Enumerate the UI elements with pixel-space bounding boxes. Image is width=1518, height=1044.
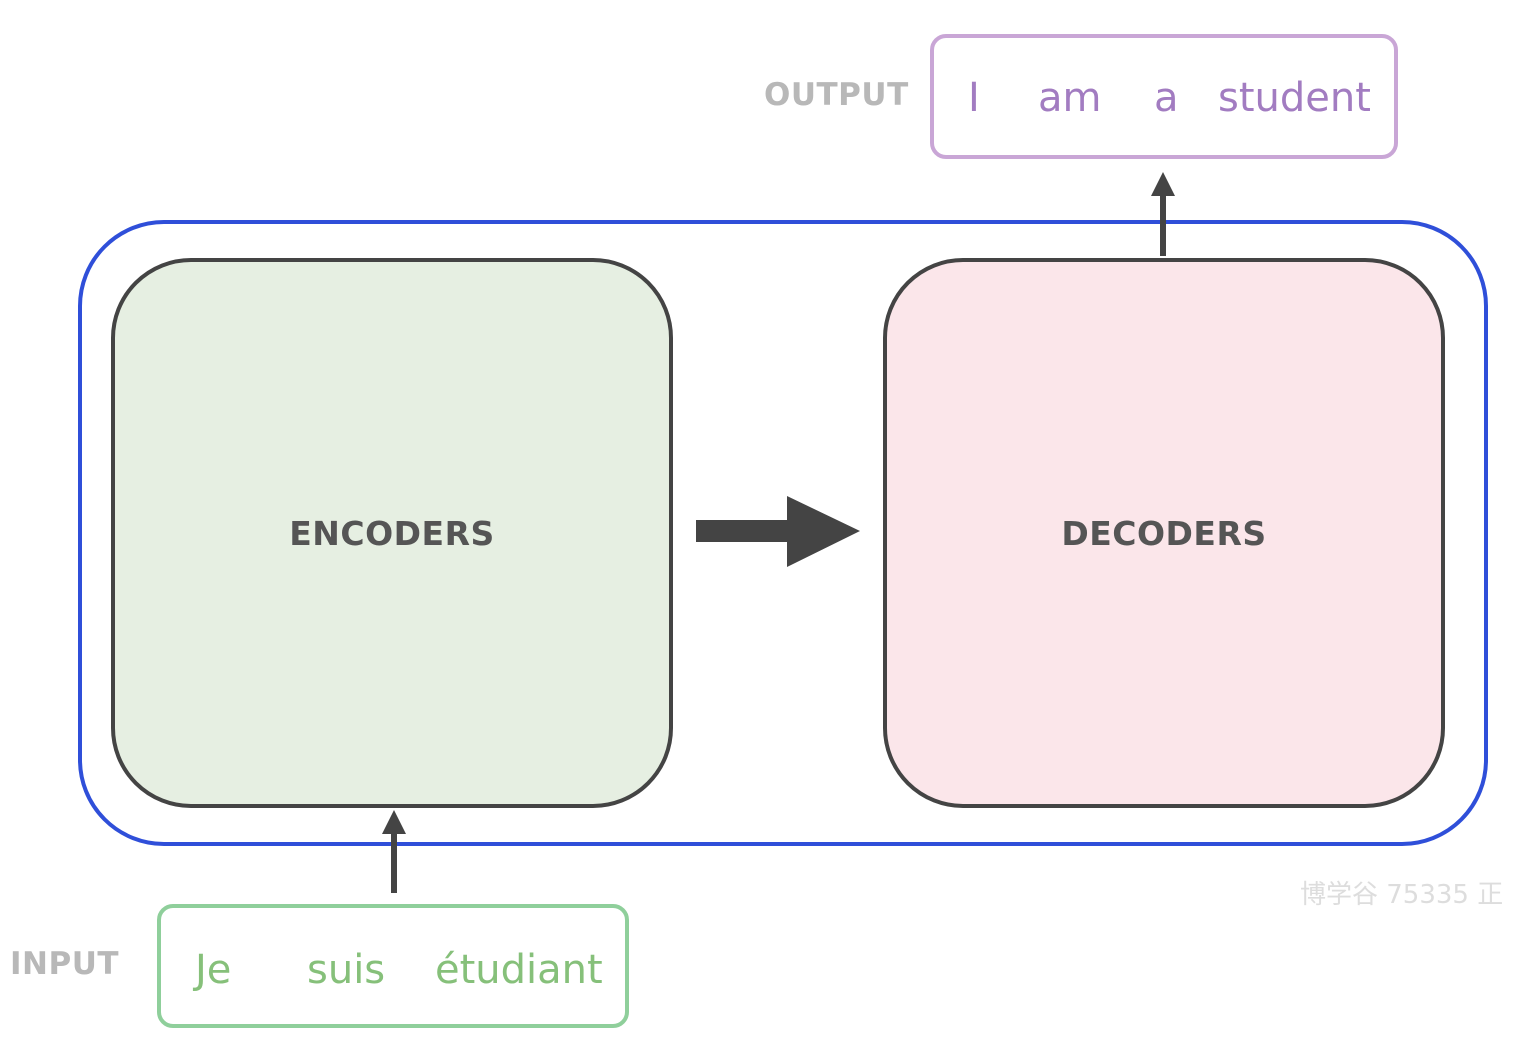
encoders-block: ENCODERS	[111, 258, 673, 808]
encoder-to-decoder-arrow	[696, 496, 860, 567]
output-token: a	[1154, 75, 1179, 121]
input-label: INPUT	[10, 946, 120, 982]
encoders-label: ENCODERS	[289, 513, 495, 553]
input-token: suis	[307, 947, 386, 993]
output-label: OUTPUT	[764, 77, 909, 113]
decoders-block: DECODERS	[883, 258, 1445, 808]
input-token: Je	[195, 947, 232, 993]
decoders-label: DECODERS	[1061, 513, 1267, 553]
decoder-to-output-arrow	[1151, 172, 1175, 256]
output-token: student	[1218, 75, 1371, 121]
input-token: étudiant	[435, 947, 603, 993]
input-token-box: Je suis étudiant	[157, 904, 629, 1028]
output-token: I	[968, 75, 980, 121]
watermark-text: 博学谷 75335 正	[1300, 880, 1504, 910]
output-token: am	[1038, 75, 1102, 121]
input-to-encoder-arrow	[382, 810, 406, 893]
output-token-box: I am a student	[930, 34, 1398, 159]
